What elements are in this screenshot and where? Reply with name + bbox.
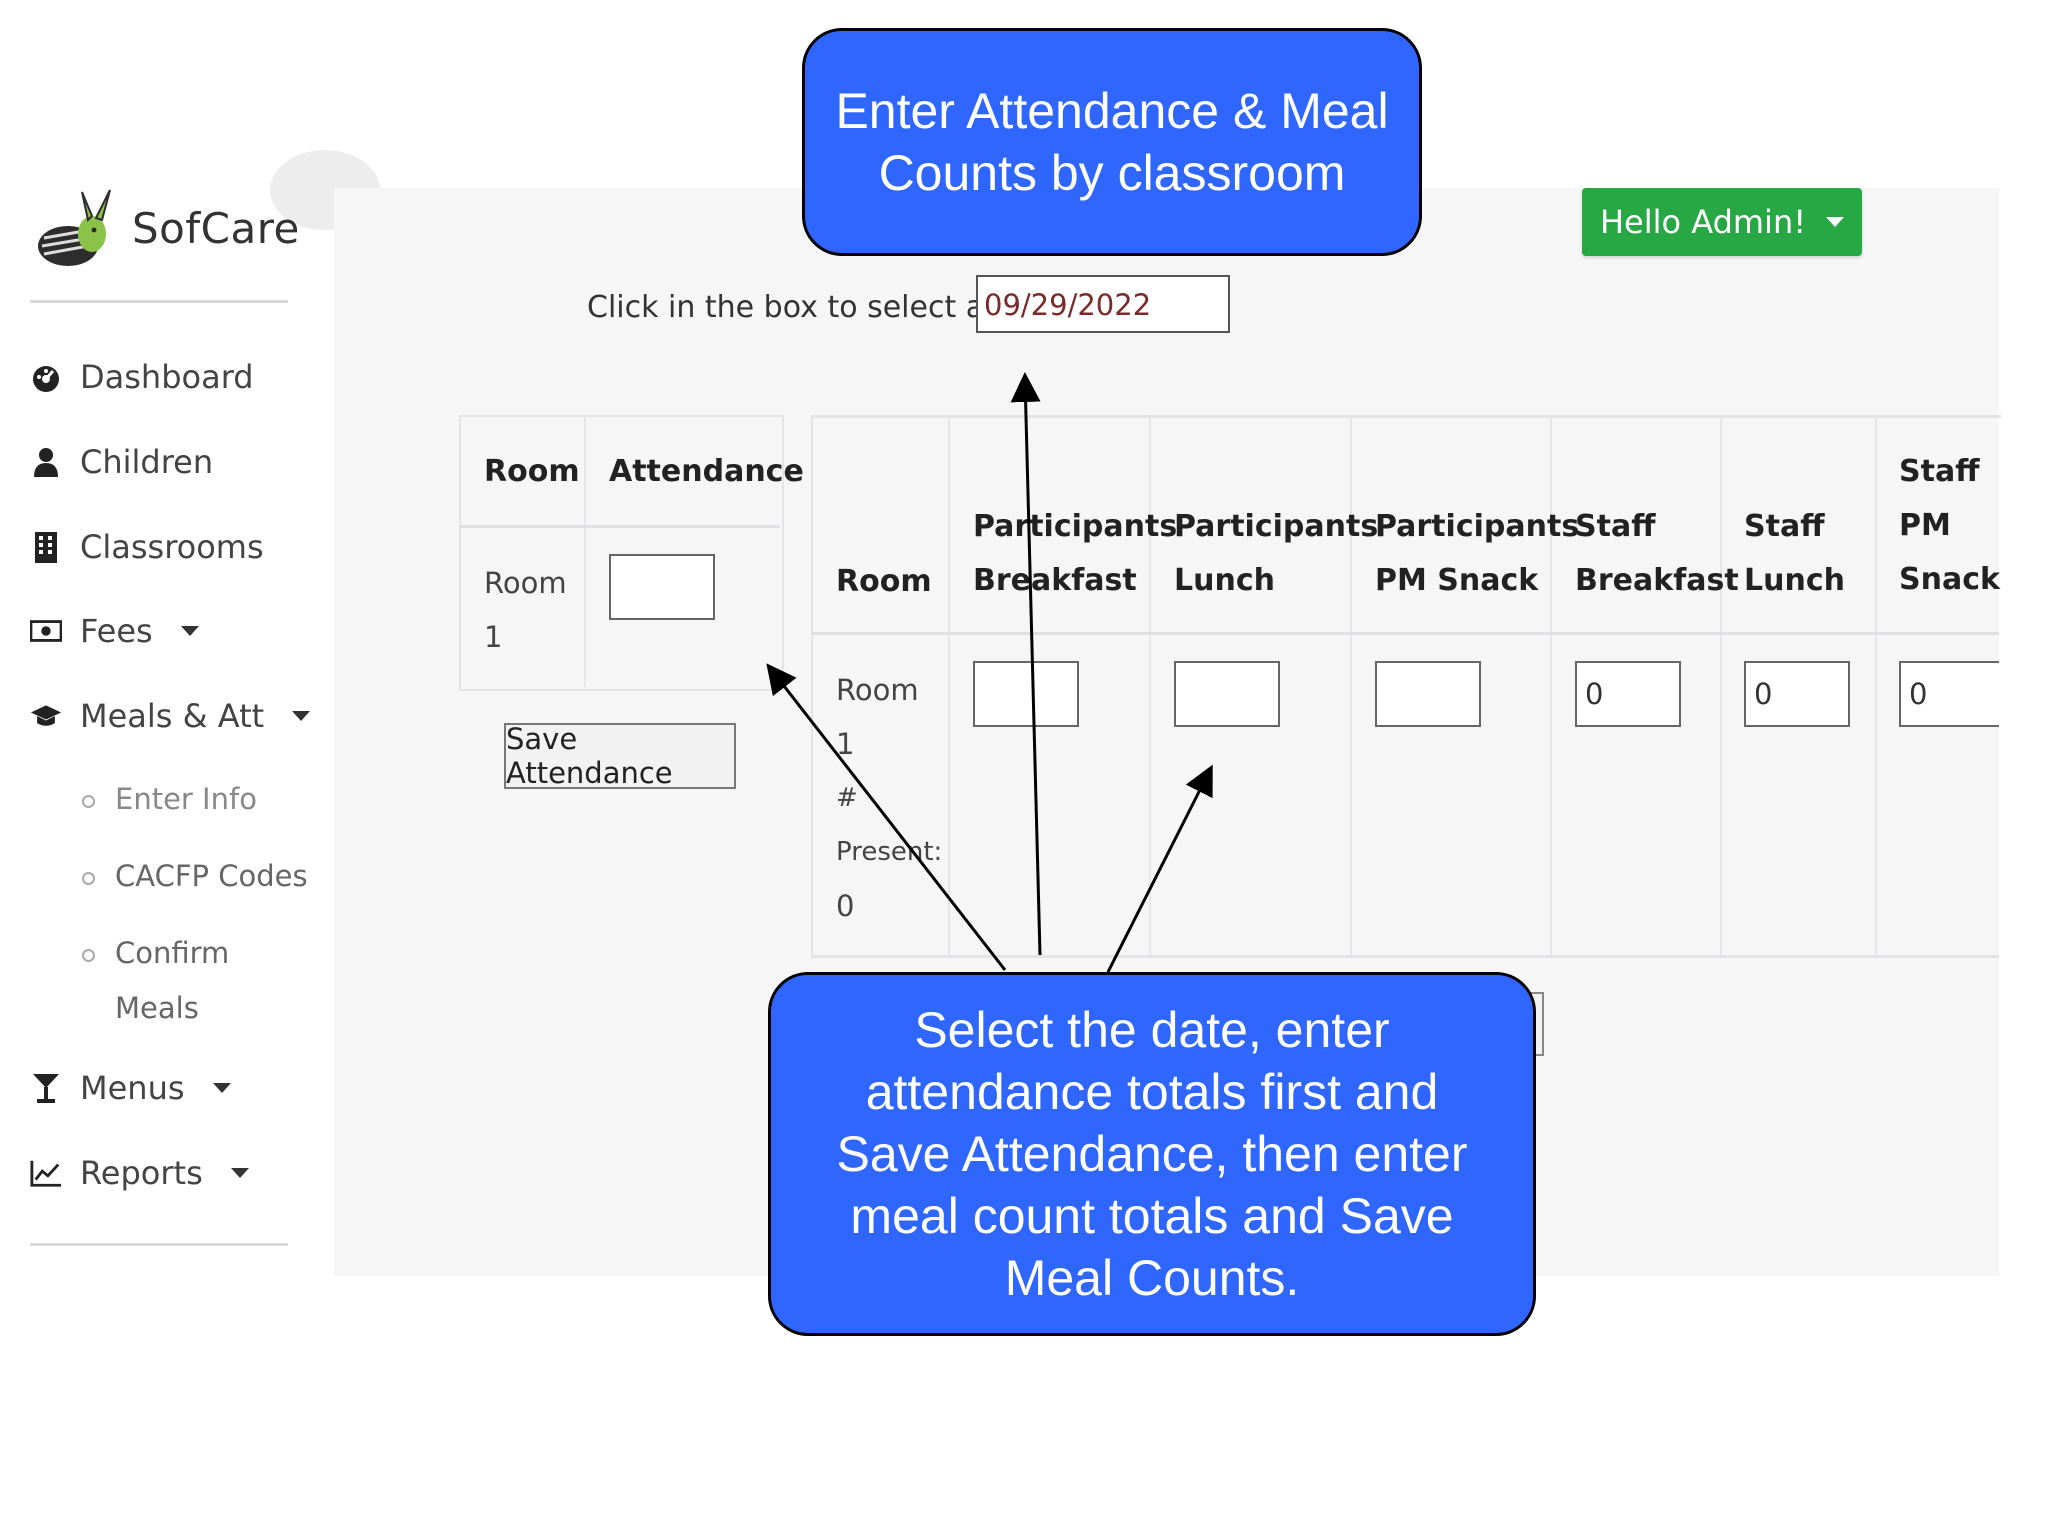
column-header-attendance: Attendance (609, 454, 804, 489)
chevron-down-icon (212, 1083, 231, 1093)
rabbit-book-logo-icon (38, 189, 111, 266)
staff-pm-snack-input[interactable]: 0 (1899, 661, 1999, 727)
participants-lunch-input[interactable] (1174, 661, 1280, 727)
sidebar-item-children[interactable]: Children (30, 443, 213, 481)
save-attendance-button[interactable]: Save Attendance (504, 722, 736, 790)
column-header-room: Room (836, 564, 932, 599)
sidebar-divider-top (30, 300, 288, 303)
room-name-cell: Room 1 (836, 673, 919, 761)
sidebar-item-meals-att[interactable]: Meals & Att (30, 697, 311, 735)
staff-lunch-input[interactable]: 0 (1744, 661, 1850, 727)
attendance-input[interactable] (609, 554, 715, 620)
table-divider (459, 525, 780, 528)
column-header-staff-lunch: Staff Lunch (1744, 509, 1845, 598)
chevron-down-icon (230, 1168, 249, 1178)
user-menu-button[interactable]: Hello Admin! (1582, 188, 1862, 256)
money-bill-icon (30, 615, 62, 647)
column-header-staff-breakfast: Staff Breakfast (1575, 509, 1739, 598)
sidebar-item-classrooms[interactable]: Classrooms (30, 528, 264, 566)
table-divider (811, 632, 1999, 635)
dashboard-gauge-icon (30, 361, 62, 393)
callout-title-text: Enter Attendance & Meal Counts by classr… (835, 83, 1389, 201)
line-chart-icon (30, 1157, 62, 1189)
circle-bullet-icon (82, 872, 95, 885)
sidebar-item-fees[interactable]: Fees (30, 612, 199, 650)
sidebar-divider-bottom (30, 1243, 288, 1246)
user-menu-label: Hello Admin! (1599, 203, 1807, 241)
submenu-item-label: Confirm Meals (115, 936, 230, 1025)
attendance-table (459, 415, 784, 691)
table-divider (1875, 415, 1877, 955)
participants-breakfast-input[interactable] (973, 661, 1079, 727)
submenu-item-label: Enter Info (115, 782, 257, 816)
participants-pm-snack-input[interactable] (1375, 661, 1481, 727)
circle-bullet-icon (82, 795, 95, 808)
table-divider (1550, 415, 1552, 955)
chevron-down-icon (180, 626, 199, 636)
table-divider (1720, 415, 1722, 955)
column-header-participants-pm-snack: Participants PM Snack (1375, 509, 1580, 598)
column-header-staff-pm-snack: Staff PM Snack (1899, 454, 2000, 597)
callout-title: Enter Attendance & Meal Counts by classr… (802, 28, 1422, 256)
present-label: # Present: (836, 783, 943, 867)
brand[interactable]: SofCare (30, 186, 300, 270)
sidebar-item-label: Children (80, 443, 214, 481)
user-icon (30, 446, 62, 478)
staff-breakfast-input[interactable]: 0 (1575, 661, 1681, 727)
submenu-item-label: CACFP Codes (115, 859, 308, 893)
sidebar-item-label: Menus (80, 1069, 185, 1107)
sidebar-item-menus[interactable]: Menus (30, 1069, 231, 1107)
table-divider (948, 415, 950, 955)
present-value: 0 (836, 889, 855, 923)
table-divider (1149, 415, 1151, 955)
sidebar-item-label: Fees (80, 612, 153, 650)
graduation-cap-icon (30, 700, 62, 732)
cocktail-glass-icon (30, 1072, 62, 1104)
building-icon (30, 531, 62, 563)
submenu-item-confirm-meals[interactable]: Confirm Meals (82, 926, 230, 1036)
sidebar-item-label: Classrooms (80, 528, 264, 566)
sidebar-item-reports[interactable]: Reports (30, 1154, 249, 1192)
sidebar-item-label: Dashboard (80, 358, 254, 396)
brand-name: SofCare (132, 203, 300, 253)
column-header-room: Room (484, 454, 580, 489)
submenu-item-enter-info[interactable]: Enter Info (82, 772, 257, 827)
table-divider (584, 415, 586, 687)
submenu-item-cacfp-codes[interactable]: CACFP Codes (82, 849, 308, 904)
circle-bullet-icon (82, 949, 95, 962)
column-header-participants-lunch: Participants Lunch (1174, 509, 1379, 598)
date-input[interactable]: 09/29/2022 (976, 275, 1230, 333)
table-divider (811, 955, 1999, 958)
room-name-cell: Room 1 (484, 566, 567, 654)
sidebar-item-label: Reports (80, 1154, 203, 1192)
sidebar-item-dashboard[interactable]: Dashboard (30, 358, 254, 396)
chevron-down-icon (292, 711, 311, 721)
column-header-participants-breakfast: Participants Breakfast (973, 509, 1178, 598)
chevron-down-icon (1826, 217, 1845, 227)
sidebar-item-label: Meals & Att (80, 697, 265, 735)
callout-instructions: Select the date, enter attendance totals… (768, 972, 1536, 1336)
callout-instructions-text: Select the date, enter attendance totals… (836, 1002, 1468, 1306)
table-divider (1350, 415, 1352, 955)
